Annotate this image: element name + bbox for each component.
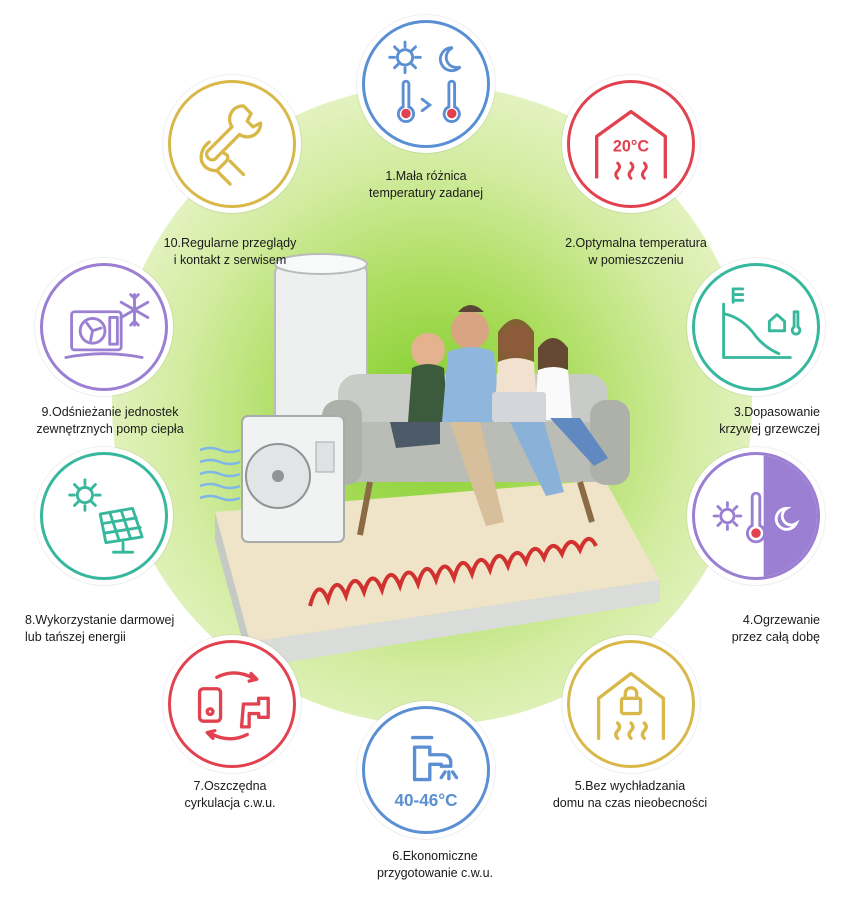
man-shirt [442, 347, 500, 422]
sofa-right-arm [590, 400, 630, 485]
circle-5 [567, 640, 695, 768]
unit-panel [315, 441, 335, 473]
woman-jeans [510, 422, 564, 496]
child-sweater [408, 364, 448, 422]
circle-3 [692, 263, 820, 391]
label-5: 5.Bez wychładzania domu na czas nieobecn… [552, 779, 708, 810]
label-9: 9.Odśnieżanie jednostek zewnętrznych pom… [36, 405, 184, 436]
temperature-badge: 20°C [613, 138, 649, 156]
heating-curve-icon [722, 287, 802, 359]
faucet-temperature-icon: 40-46°C [394, 735, 459, 810]
child-trousers [390, 422, 440, 448]
girl-jeans [550, 418, 608, 466]
label-7: 7.Oszczędna cyrkulacja c.w.u. [184, 779, 276, 810]
day-night-thermometer-icon [712, 455, 817, 577]
hair [498, 319, 534, 372]
solar-panel-icon [68, 478, 144, 554]
circle-6: 40-46°C [362, 706, 490, 834]
sofa-leg [357, 481, 373, 536]
circle-4 [692, 452, 820, 580]
fan-hub [272, 470, 284, 482]
label-4: 4.Ogrzewanie przez całą dobę [731, 613, 820, 644]
temperature-range-badge: 40-46°C [394, 790, 457, 810]
family-heat-pump-illustration [200, 253, 660, 668]
circle-10 [168, 80, 296, 208]
circle-7 [168, 640, 296, 768]
circle-1 [362, 20, 490, 148]
label-8: 8.Wykorzystanie darmowej lub tańszej ene… [25, 613, 175, 644]
label-2: 2.Optymalna temperatura w pomieszczeniu [565, 236, 707, 267]
label-6: 6.Ekonomiczne przygotowanie c.w.u. [376, 849, 494, 880]
wrench-hand-icon [199, 104, 263, 186]
tank-top [274, 253, 368, 275]
label-3: 3.Dopasowanie krzywej grzewczej [719, 405, 820, 436]
circle-2: 20°C [567, 80, 695, 208]
sun-moon-thermometers-icon [388, 40, 462, 123]
boiler-circulation-icon [197, 671, 270, 741]
man-trousers [450, 422, 504, 526]
laptop [492, 392, 546, 422]
circle-8 [40, 452, 168, 580]
air-flow-lines [200, 446, 241, 502]
label-10: 10.Regularne przeglądy i kontakt z serwi… [163, 236, 297, 267]
label-1: 1.Mała różnica temperatury zadanej [369, 169, 483, 200]
circle-9 [40, 263, 168, 391]
floor-slab-front [250, 580, 660, 668]
underfloor-heating-pipes [308, 537, 598, 607]
person-head [411, 333, 445, 367]
hair [458, 305, 484, 312]
house-20c-icon: 20°C [595, 109, 667, 180]
person-head [451, 311, 489, 349]
floor-slab-side [215, 512, 250, 668]
locked-house-icon [596, 671, 666, 740]
defrost-unit-icon [64, 293, 150, 359]
sofa-leg [577, 481, 595, 523]
